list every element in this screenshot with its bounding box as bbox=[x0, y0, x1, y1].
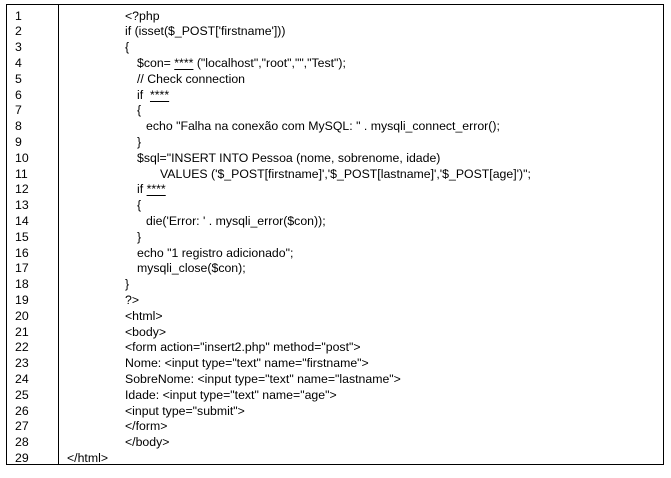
code-text: if bbox=[137, 87, 150, 102]
code-text: echo "Falha na conexão com MySQL: " . my… bbox=[146, 119, 500, 134]
code-line: } bbox=[137, 230, 141, 246]
line-number: 26 bbox=[15, 403, 29, 418]
line-number: 9 bbox=[15, 134, 22, 149]
line-number: 18 bbox=[15, 277, 29, 292]
code-line: { bbox=[137, 198, 141, 214]
redacted-token: **** bbox=[149, 87, 170, 102]
line-number: 15 bbox=[15, 229, 29, 244]
code-text: SobreNome: <input type="text" name="last… bbox=[125, 371, 401, 386]
line-number: 17 bbox=[15, 261, 29, 276]
code-text: <input type="submit"> bbox=[125, 403, 245, 418]
code-line: VALUES ('$_POST[firstname]','$_POST[last… bbox=[160, 167, 531, 183]
line-number: 25 bbox=[15, 387, 29, 402]
code-line: <html> bbox=[125, 309, 163, 325]
line-number: 2 bbox=[15, 24, 22, 39]
code-line: SobreNome: <input type="text" name="last… bbox=[125, 372, 401, 388]
code-line: ?> bbox=[125, 293, 139, 309]
code-text: } bbox=[125, 277, 130, 292]
code-line: die('Error: ' . mysqli_error($con)); bbox=[146, 214, 326, 230]
code-text: <html> bbox=[125, 308, 163, 323]
code-text: mysqli_close($con); bbox=[137, 261, 246, 276]
line-number: 29 bbox=[15, 450, 29, 465]
code-text: ?> bbox=[125, 292, 140, 307]
line-number: 22 bbox=[15, 340, 29, 355]
code-text: <body> bbox=[125, 324, 167, 339]
code-line: if (isset($_POST['firstname'])) bbox=[125, 24, 285, 40]
code-text: <?php bbox=[125, 8, 160, 23]
code-text: } bbox=[137, 134, 142, 149]
line-number: 7 bbox=[15, 103, 22, 118]
code-text: { bbox=[125, 40, 130, 55]
code-line: echo "1 registro adicionado"; bbox=[137, 246, 293, 262]
code-line: $con= **** ("localhost","root","","Test"… bbox=[137, 56, 346, 72]
line-number: 1 bbox=[15, 8, 22, 23]
code-text: <form action="insert2.php" method="post"… bbox=[125, 340, 361, 355]
line-number: 19 bbox=[15, 292, 29, 307]
code-line: mysqli_close($con); bbox=[137, 261, 246, 277]
code-line: { bbox=[125, 40, 129, 56]
code-line: <input type="submit"> bbox=[125, 404, 245, 420]
line-number: 13 bbox=[15, 198, 29, 213]
code-text: Idade: <input type="text" name="age"> bbox=[125, 387, 337, 402]
line-number: 21 bbox=[15, 324, 29, 339]
line-number: 4 bbox=[15, 55, 22, 70]
line-number: 27 bbox=[15, 419, 29, 434]
code-line: </form> bbox=[125, 419, 167, 435]
code-text: VALUES ('$_POST[firstname]','$_POST[last… bbox=[160, 166, 531, 181]
code-text: if (isset($_POST['firstname'])) bbox=[125, 24, 286, 39]
code-text: </html> bbox=[67, 450, 109, 465]
line-number: 24 bbox=[15, 371, 29, 386]
code-text: $sql="INSERT INTO Pessoa (nome, sobrenom… bbox=[137, 150, 441, 165]
code-line: </html> bbox=[67, 451, 108, 467]
code-text: die('Error: ' . mysqli_error($con)); bbox=[146, 213, 326, 228]
line-number: 16 bbox=[15, 245, 29, 260]
line-number: 20 bbox=[15, 308, 29, 323]
line-number: 14 bbox=[15, 213, 29, 228]
column-divider bbox=[58, 5, 59, 464]
line-number: 23 bbox=[15, 356, 29, 371]
line-number: 8 bbox=[15, 119, 22, 134]
code-text: </form> bbox=[125, 419, 168, 434]
code-text: ("localhost","root","","Test"); bbox=[193, 55, 346, 70]
redacted-token: **** bbox=[146, 182, 166, 197]
line-number: 3 bbox=[15, 40, 22, 55]
line-number: 12 bbox=[15, 182, 29, 197]
code-line: Nome: <input type="text" name="firstname… bbox=[125, 356, 369, 372]
code-line: } bbox=[137, 135, 141, 151]
code-line: echo "Falha na conexão com MySQL: " . my… bbox=[146, 119, 500, 135]
code-line: if **** bbox=[137, 88, 169, 104]
line-number: 5 bbox=[15, 71, 22, 86]
line-number: 11 bbox=[15, 166, 28, 181]
code-text: if bbox=[137, 182, 147, 197]
redacted-token: **** bbox=[174, 55, 194, 70]
line-number: 10 bbox=[15, 150, 29, 165]
line-number: 6 bbox=[15, 87, 22, 102]
line-number: 28 bbox=[15, 435, 29, 450]
code-line: Idade: <input type="text" name="age"> bbox=[125, 388, 337, 404]
code-text: </body> bbox=[125, 435, 170, 450]
code-line: if **** bbox=[137, 182, 166, 198]
code-line: // Check connection bbox=[137, 72, 245, 88]
code-line: <form action="insert2.php" method="post"… bbox=[125, 340, 361, 356]
code-text: echo "1 registro adicionado"; bbox=[137, 245, 294, 260]
code-line: <body> bbox=[125, 325, 166, 341]
code-line: </body> bbox=[125, 435, 169, 451]
code-line: } bbox=[125, 277, 129, 293]
code-text: { bbox=[137, 198, 142, 213]
code-line: { bbox=[137, 103, 141, 119]
code-text: // Check connection bbox=[137, 71, 246, 86]
code-line: <?php bbox=[125, 9, 160, 25]
code-text: { bbox=[137, 103, 142, 118]
code-text: $con= bbox=[137, 55, 175, 70]
code-text: Nome: <input type="text" name="firstname… bbox=[125, 356, 369, 371]
code-text: } bbox=[137, 229, 142, 244]
code-line: $sql="INSERT INTO Pessoa (nome, sobrenom… bbox=[137, 151, 440, 167]
